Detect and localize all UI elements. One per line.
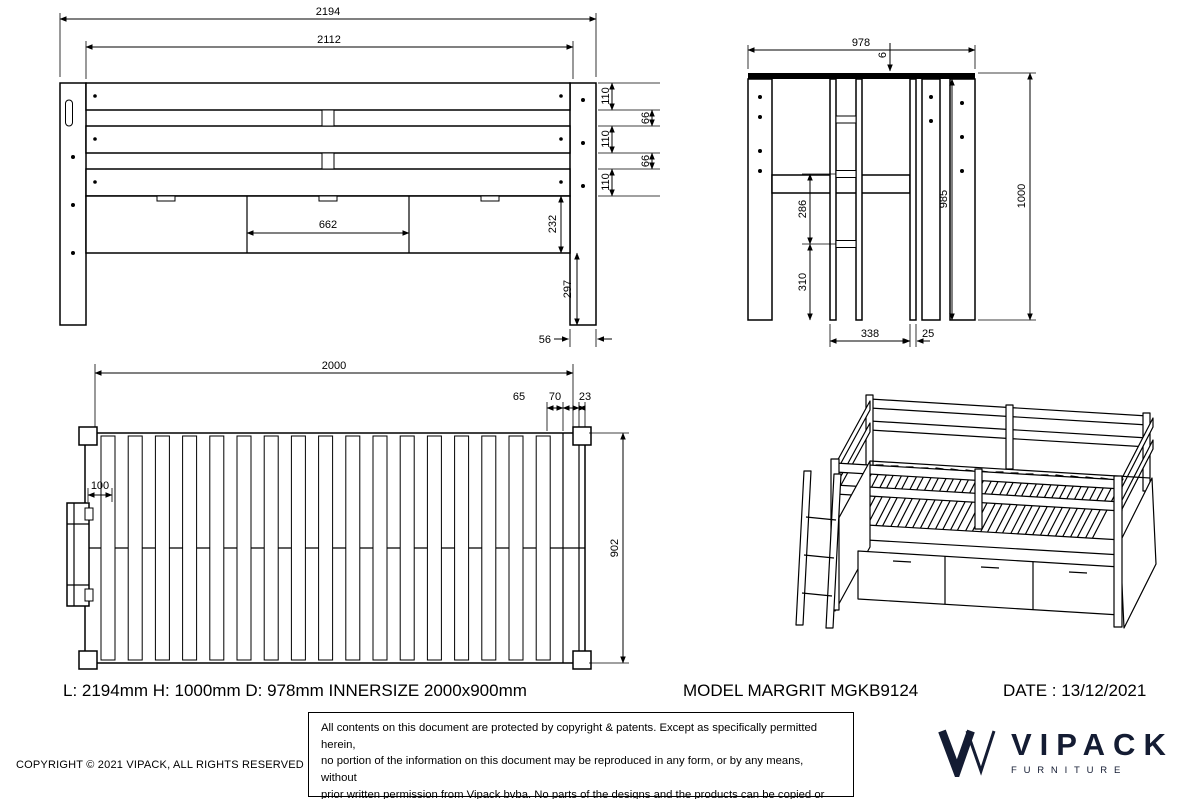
- legal-line-1: All contents on this document are protec…: [321, 722, 818, 751]
- dim-label-drawer-width: 662: [319, 219, 337, 231]
- side-dimension-top: 978 6: [747, 37, 976, 72]
- iso-slats: [843, 464, 1124, 542]
- dim-label-depth: 978: [852, 37, 870, 49]
- vipack-logo: VIPACK FURNITURE: [938, 727, 1174, 777]
- ladder-upright-right: [855, 78, 863, 321]
- ladder-top-view: [66, 502, 94, 607]
- corner-post-bl: [78, 650, 98, 670]
- dim-label-plan-length: 2000: [322, 360, 346, 372]
- front-side-dimensions: 110 110 110 66 66 662 232 297 56: [246, 82, 660, 347]
- post-handle-slot: [65, 99, 73, 127]
- dim-label-gap2: 66: [640, 155, 652, 167]
- side-elevation-view: 978 6: [747, 37, 1036, 347]
- dim-label-total-length: 2194: [316, 6, 340, 18]
- ladder-rung-3: [835, 240, 857, 248]
- brand-subtitle: FURNITURE: [1011, 764, 1128, 776]
- drawer-handle-2: [318, 195, 338, 202]
- corner-post-br: [572, 650, 592, 670]
- iso-ladder: [795, 470, 842, 629]
- brand-name: VIPACK: [1011, 726, 1174, 762]
- guard-rail-2: [85, 125, 571, 154]
- ladder-rung-2: [835, 170, 857, 178]
- ladder-rung-1: [835, 115, 857, 124]
- front-left-post: [59, 82, 87, 326]
- dim-label-rail1: 110: [600, 87, 612, 105]
- corner-post-tl: [78, 426, 98, 446]
- side-bed-geometry: [747, 73, 976, 321]
- dim-label-post-width: 56: [539, 334, 551, 346]
- dim-label-hook: 100: [91, 480, 109, 492]
- dim-label-offset-a: 65: [513, 391, 525, 403]
- iso-bed-sketch: [795, 394, 1157, 629]
- dim-label-rail-thickness: 25: [922, 328, 934, 340]
- plan-dimension-annotations: 100 902: [87, 432, 629, 664]
- dim-label-inner-height: 985: [938, 190, 950, 208]
- drawing-date: DATE : 13/12/2021: [1003, 681, 1147, 700]
- guard-rail-3: [85, 168, 571, 197]
- dim-label-offset-c: 23: [579, 391, 591, 403]
- copyright-notice: COPYRIGHT © 2021 VIPACK, ALL RIGHTS RESE…: [16, 759, 304, 771]
- legal-line-2: no portion of the information on this do…: [321, 755, 804, 785]
- dim-label-plan-width: 902: [609, 539, 621, 557]
- dim-label-top-thickness: 6: [877, 52, 889, 58]
- specification-line: L: 2194mm H: 1000mm D: 978mm INNERSIZE 2…: [0, 681, 1200, 705]
- front-dimension-annotations: 2194 2112: [59, 6, 597, 79]
- plan-dimension-top: 2000 65 70 23: [94, 360, 591, 431]
- front-elevation-view: 2194 2112: [59, 6, 660, 347]
- dim-label-inner-length: 2112: [317, 34, 341, 46]
- plan-view: 2000 65 70 23: [66, 360, 629, 670]
- legal-disclaimer-box: All contents on this document are protec…: [308, 712, 854, 799]
- dim-label-step-upper: 286: [797, 200, 809, 218]
- dim-label-drawer-height: 232: [547, 215, 559, 233]
- dim-label-leg-height: 297: [562, 280, 574, 298]
- drawer-handle-3: [480, 195, 500, 202]
- rail-connector-upper: [321, 109, 335, 127]
- top-cap-bar: [748, 73, 975, 79]
- side-back-post-inner: [921, 78, 941, 321]
- plan-bed-geometry: [66, 426, 592, 670]
- size-summary: L: 2194mm H: 1000mm D: 978mm INNERSIZE 2…: [63, 681, 527, 700]
- drawer-unit: [85, 195, 571, 254]
- ladder-upright-left: [829, 78, 837, 321]
- model-name: MODEL MARGRIT MGKB9124: [683, 681, 919, 700]
- vipack-wordmark: VIPACK FURNITURE: [1011, 729, 1174, 776]
- dim-label-rail2: 110: [600, 130, 612, 148]
- vipack-logo-icon: [938, 729, 996, 777]
- front-bed-geometry: [59, 82, 597, 326]
- dim-label-total-height: 1000: [1016, 184, 1028, 208]
- isometric-view: [795, 394, 1157, 629]
- side-dimension-annotations: 286 310 985 1000 338 25: [797, 72, 1036, 347]
- legal-line-3: prior written permission from Vipack bvb…: [321, 788, 825, 799]
- guard-rail-1: [85, 82, 571, 111]
- rail-connector-lower: [321, 152, 335, 170]
- dim-label-rail3: 110: [600, 173, 612, 191]
- side-back-post-outer: [949, 78, 976, 321]
- bed-slats: [100, 435, 551, 661]
- dim-label-offset-b: 70: [549, 391, 561, 403]
- dim-label-gap1: 66: [640, 112, 652, 124]
- drawer-handle-1: [156, 195, 176, 202]
- corner-post-tr: [572, 426, 592, 446]
- dim-label-step-lower: 310: [797, 273, 809, 291]
- side-front-post: [747, 78, 773, 321]
- dim-label-ladder-offset: 338: [861, 328, 879, 340]
- side-rail-edge: [909, 78, 917, 321]
